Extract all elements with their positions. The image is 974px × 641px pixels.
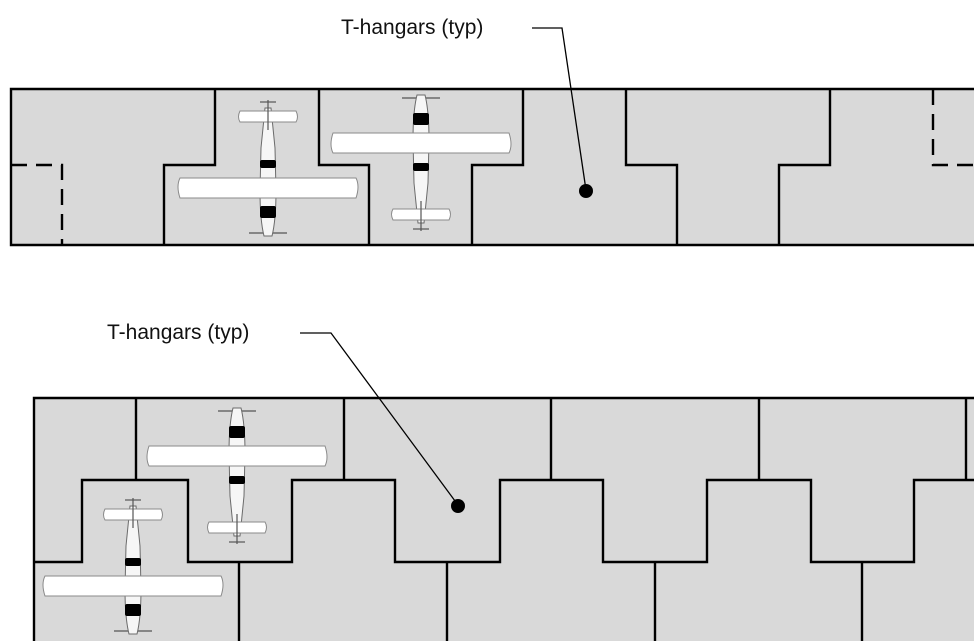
top-callout-label: T-hangars (typ) bbox=[341, 16, 483, 39]
top-row-left-dashed-hangar bbox=[11, 163, 64, 245]
bottom-row-lower-dividers bbox=[237, 562, 864, 641]
bottom-callout-dot bbox=[451, 499, 465, 513]
bottom-row-fill bbox=[34, 398, 974, 641]
top-callout-leader bbox=[532, 27, 587, 191]
bottom-hangar-row: T-hangars (typ) bbox=[32, 321, 974, 641]
bottom-row-t-hangar-zigzag bbox=[34, 478, 974, 564]
top-row-outer-boundary bbox=[9, 87, 974, 247]
bottom-callout-leader bbox=[300, 332, 459, 506]
bottom-row-outer-boundary bbox=[32, 396, 974, 641]
top-row-right-dashed-hangar bbox=[931, 89, 974, 167]
bottom-row-upper-dividers bbox=[134, 398, 968, 480]
top-hangar-row: T-hangars (typ) bbox=[9, 16, 974, 247]
top-callout-dot bbox=[579, 184, 593, 198]
top-row-fill bbox=[11, 89, 974, 245]
bottom-callout-label: T-hangars (typ) bbox=[107, 321, 249, 344]
top-row-t-hangar-divider bbox=[162, 89, 832, 245]
